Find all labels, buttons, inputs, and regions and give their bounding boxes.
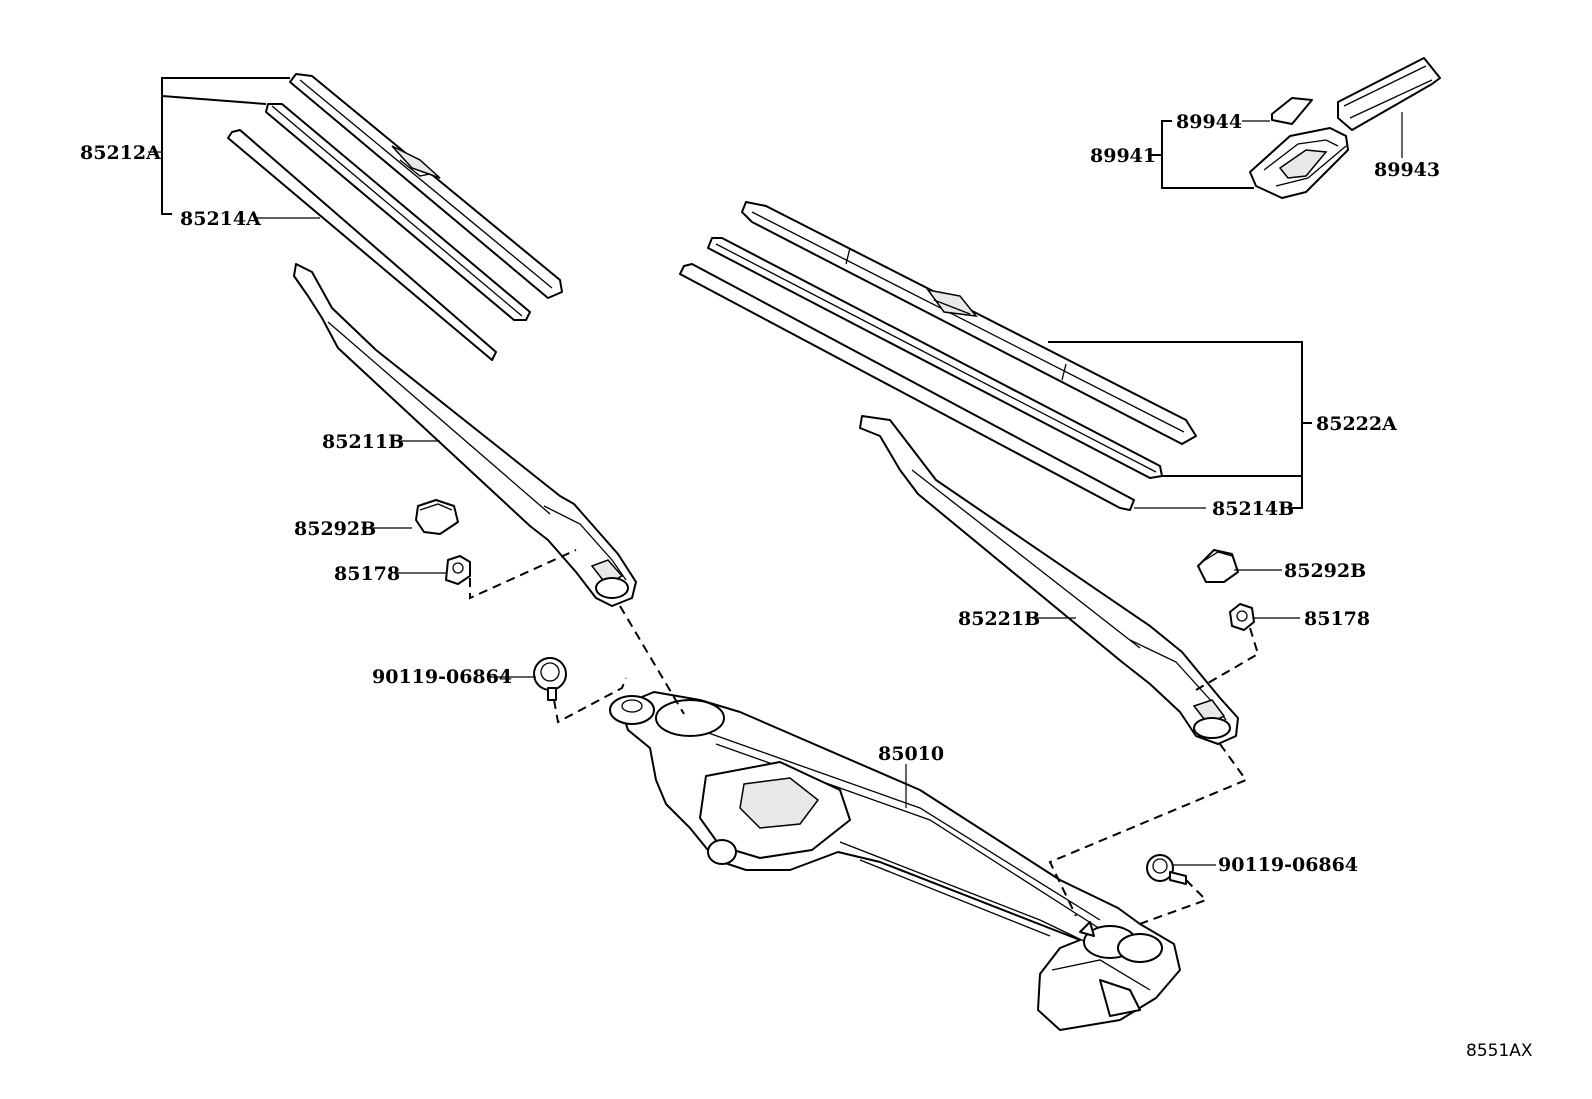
label-85292B-left: 85292B bbox=[294, 518, 376, 540]
label-85214B: 85214B bbox=[1212, 498, 1294, 520]
bracket-85222A bbox=[1048, 341, 1312, 509]
label-90119-left: 90119-06864 bbox=[372, 666, 512, 688]
label-85214A: 85214A bbox=[180, 208, 261, 230]
label-85221B: 85221B bbox=[958, 608, 1040, 630]
dash-left-nut-arm bbox=[469, 549, 577, 600]
label-89941: 89941 bbox=[1090, 145, 1156, 167]
dash-right-bolt-linkage bbox=[1133, 879, 1208, 927]
right-blade-refill[interactable] bbox=[679, 263, 1135, 511]
wiper-linkage-motor[interactable] bbox=[609, 691, 1181, 1031]
label-89943: 89943 bbox=[1374, 159, 1440, 181]
left-pivot-cap[interactable] bbox=[415, 499, 459, 535]
left-blade-rubber[interactable] bbox=[265, 103, 531, 321]
right-pivot-nut[interactable] bbox=[1229, 603, 1255, 631]
label-85211B: 85211B bbox=[322, 431, 404, 453]
left-wiper-blade[interactable] bbox=[289, 73, 563, 299]
left-pivot-nut[interactable] bbox=[445, 555, 471, 585]
dash-left-arm-pivot bbox=[619, 605, 685, 715]
label-90119-right: 90119-06864 bbox=[1218, 854, 1358, 876]
right-pivot-bolt[interactable] bbox=[1146, 854, 1187, 885]
bracket-89941 bbox=[1148, 120, 1254, 189]
label-89944: 89944 bbox=[1176, 111, 1242, 133]
part-89941-sensor[interactable] bbox=[1249, 127, 1349, 199]
right-pivot-cap[interactable] bbox=[1197, 549, 1239, 583]
left-blade-refill[interactable] bbox=[227, 129, 497, 361]
label-85178-right: 85178 bbox=[1304, 608, 1370, 630]
right-wiper-arm[interactable] bbox=[859, 415, 1239, 745]
label-85292B-right: 85292B bbox=[1284, 560, 1366, 582]
part-89943-cover[interactable] bbox=[1337, 57, 1441, 131]
right-wiper-blade[interactable] bbox=[741, 201, 1197, 445]
figure-code: 8551AX bbox=[1466, 1041, 1533, 1061]
left-pivot-bolt[interactable] bbox=[533, 657, 567, 701]
left-wiper-arm[interactable] bbox=[293, 263, 637, 607]
part-89944-pad[interactable] bbox=[1271, 97, 1313, 125]
label-85178-left: 85178 bbox=[334, 563, 400, 585]
label-85212A: 85212A bbox=[80, 142, 161, 164]
label-85010: 85010 bbox=[878, 743, 944, 765]
bracket-85212A bbox=[161, 77, 290, 215]
dash-right-arm-pivot bbox=[1048, 743, 1248, 917]
right-blade-rubber[interactable] bbox=[707, 237, 1163, 479]
label-85222A: 85222A bbox=[1316, 413, 1397, 435]
